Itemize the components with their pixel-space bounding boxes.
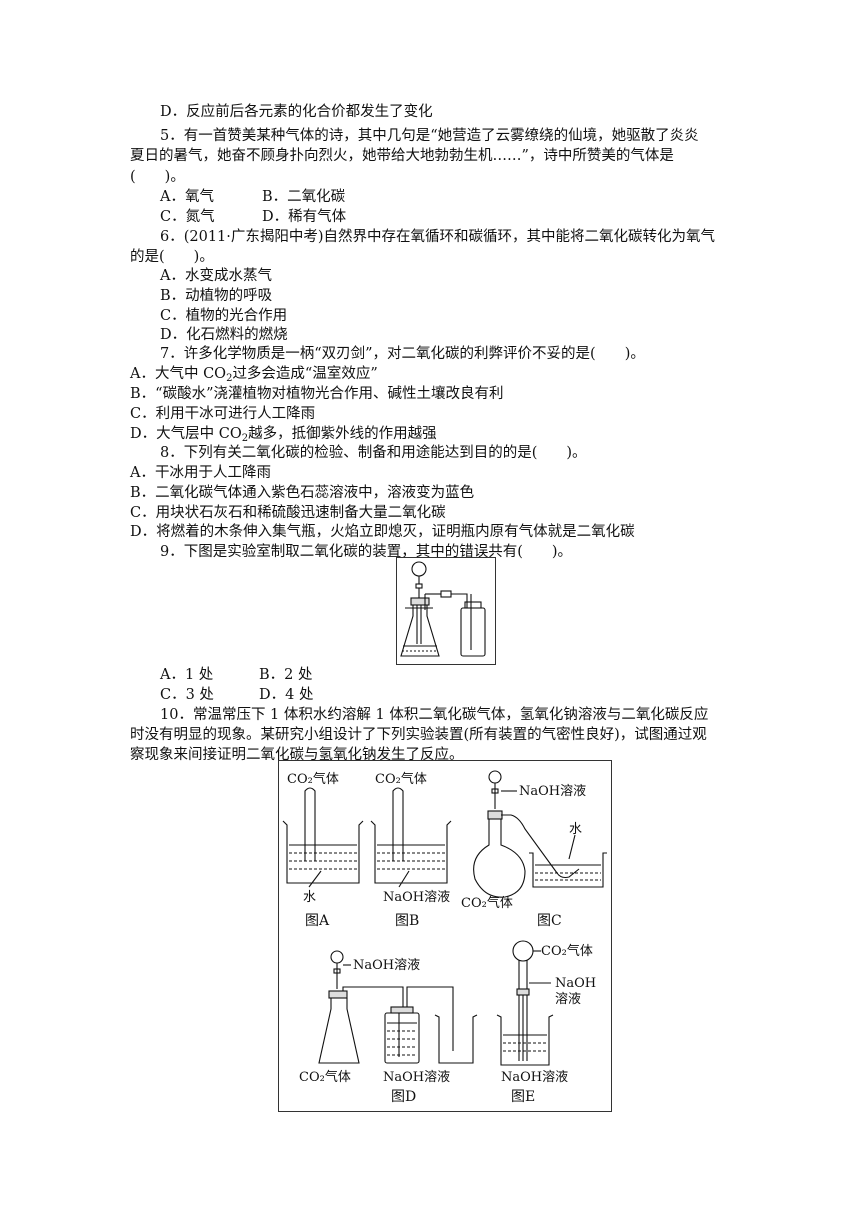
co2-apparatus-drawing: [400, 561, 486, 657]
q6-stem-2: 的是( )。: [130, 249, 214, 265]
q10-stem-3: 察现象来间接证明二氧化碳与氢氧化钠发生了反应。: [130, 747, 464, 763]
q6-option-a: A．水变成水蒸气: [160, 268, 272, 284]
q9-stem: 9．下图是实验室制取二氧化碳的装置，其中的错误共有( )。: [160, 544, 573, 560]
q10-stem-1: 10．常温常压下 1 体积水约溶解 1 体积二氧化碳气体，氢氧化钠溶液与二氧化碳…: [160, 707, 709, 723]
q6-stem-1: 6．(2011·广东揭阳中考)自然界中存在氧循环和碳循环，其中能将二氧化碳转化为…: [160, 229, 716, 245]
fig-b-caption: 图B: [395, 913, 419, 929]
q6-option-d: D．化石燃料的燃烧: [160, 327, 288, 343]
q6-option-b: B．动植物的呼吸: [160, 288, 273, 304]
q4-option-d: D．反应前后各元素的化合价都发生了变化: [160, 104, 433, 120]
q5-stem-2: 夏日的暑气，她奋不顾身扑向烈火，她带给大地勃勃生机……”，诗中所赞美的气体是: [130, 148, 674, 164]
q7-option-a: A．大气中 CO2过多会造成“温室效应”: [130, 366, 378, 384]
fig-b-naoh-label: NaOH溶液: [383, 890, 450, 905]
q5-option-d: D．稀有气体: [262, 209, 347, 225]
q10-apparatus-drawing: CO₂气体 水 图A CO₂气体 NaOH溶液 图B NaOH溶液 水 CO₂气…: [282, 770, 607, 1105]
q9-option-b: B．2 处: [259, 667, 313, 683]
fig-e-naoh-label: NaOH: [555, 976, 596, 991]
q5-stem-3: ( )。: [130, 169, 185, 185]
fig-c-caption: 图C: [537, 913, 562, 929]
fig-c-naoh-label: NaOH溶液: [519, 784, 586, 799]
q6-option-c: C．植物的光合作用: [160, 308, 288, 324]
q5-option-c: C．氮气: [160, 209, 215, 225]
fig-d-naoh-bottom-label: NaOH溶液: [383, 1070, 450, 1085]
co2-apparatus-figure: [396, 557, 496, 665]
q10-stem-2: 时没有明显的现象。某研究小组设计了下列实验装置(所有装置的气密性良好)，试图通过…: [130, 727, 707, 743]
fig-a-water-label: 水: [303, 890, 316, 905]
q8-stem: 8．下列有关二氧化碳的检验、制备和用途能达到目的的是( )。: [160, 445, 587, 461]
q9-option-d: D．4 处: [259, 687, 314, 703]
q7-option-d: D．大气层中 CO2越多，抵御紫外线的作用越强: [130, 426, 437, 444]
fig-e-naoh-bottom-label: NaOH溶液: [501, 1070, 568, 1085]
fig-e-caption: 图E: [511, 1089, 535, 1105]
q9-option-a: A．1 处: [160, 667, 214, 683]
q8-option-c: C．用块状石灰石和稀硫酸迅速制备大量二氧化碳: [130, 505, 446, 521]
q7-option-b: B．“碳酸水”浇灌植物对植物光合作用、碱性土壤改良有利: [130, 386, 504, 402]
q9-option-c: C．3 处: [160, 687, 214, 703]
q7-option-c: C．利用干冰可进行人工降雨: [130, 406, 316, 422]
q5-option-a: A．氧气: [160, 189, 214, 205]
q5-option-b: B．二氧化碳: [262, 189, 346, 205]
fig-c-co2-label: CO₂气体: [461, 895, 513, 911]
q8-option-b: B．二氧化碳气体通入紫色石蕊溶液中，溶液变为蓝色: [130, 485, 475, 501]
q10-apparatus-figure: CO₂气体 水 图A CO₂气体 NaOH溶液 图B NaOH溶液 水 CO₂气…: [278, 760, 612, 1112]
q8-option-a: A．干冰用于人工降雨: [130, 465, 271, 481]
q7-stem: 7．许多化学物质是一柄“双刃剑”，对二氧化碳的利弊评价不妥的是( )。: [160, 346, 645, 362]
fig-d-naoh-label: NaOH溶液: [353, 958, 420, 973]
fig-a-caption: 图A: [305, 913, 330, 929]
fig-e-solution-label: 溶液: [555, 992, 581, 1007]
fig-d-co2-label: CO₂气体: [299, 1069, 351, 1085]
q8-option-d: D．将燃着的木条伸入集气瓶，火焰立即熄灭，证明瓶内原有气体就是二氧化碳: [130, 524, 635, 540]
q5-stem-1: 5．有一首赞美某种气体的诗，其中几句是“她营造了云雾缭绕的仙境，她驱散了炎炎: [160, 128, 699, 144]
fig-b-co2-label: CO₂气体: [375, 771, 427, 787]
fig-c-water-label: 水: [569, 822, 582, 837]
fig-d-caption: 图D: [391, 1089, 416, 1105]
fig-e-co2-label: CO₂气体: [541, 943, 593, 959]
fig-a-co2-label: CO₂气体: [287, 771, 339, 787]
